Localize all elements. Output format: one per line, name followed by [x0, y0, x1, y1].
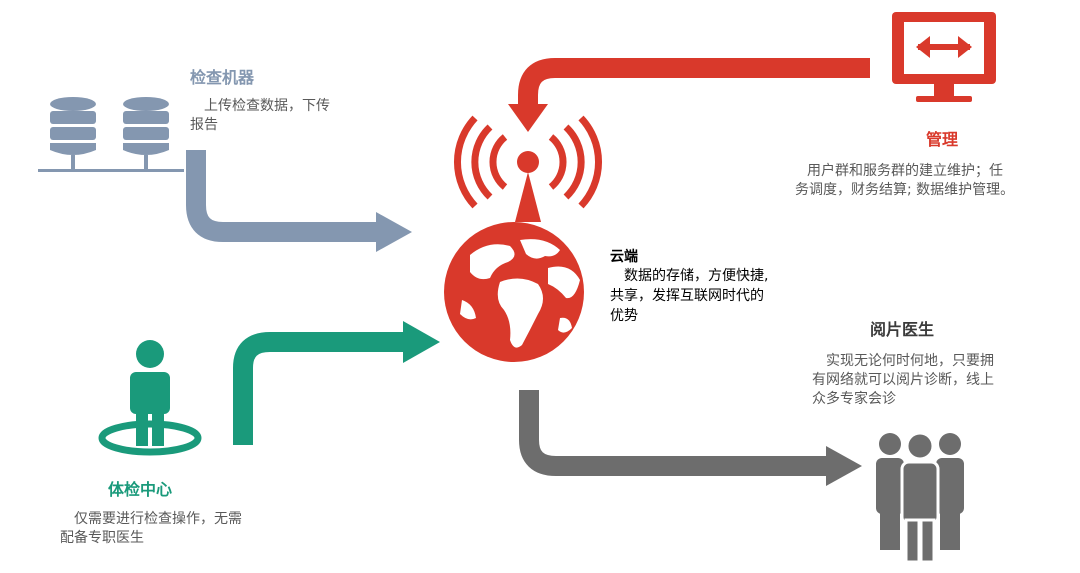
exam-center-arrow — [233, 321, 440, 445]
cloud-desc-line2: 共享，发挥互联网时代的 — [610, 288, 764, 304]
globe-antenna-icon — [444, 115, 602, 362]
upload-arrow — [186, 150, 412, 252]
cloud-title: 云端 — [610, 249, 638, 265]
reading-doctor-desc-line2: 有网络就可以阅片诊断，线上 — [812, 372, 994, 388]
reading-doctor-desc-line1: 实现无论何时何地，只要拥 — [812, 353, 994, 369]
inspection-machine-title: 检查机器 — [190, 68, 255, 87]
exam-center-title: 体检中心 — [108, 480, 173, 499]
reading-doctor-title: 阅片医生 — [870, 320, 935, 339]
reading-doctor-desc-line3: 众多专家会诊 — [812, 391, 896, 407]
management-title: 管理 — [926, 130, 959, 149]
database-server-icon — [38, 97, 184, 172]
management-arrow — [508, 58, 870, 132]
cloud-desc-line1: 数据的存储，方便快捷, — [610, 268, 769, 284]
management-desc-line2: 务调度，财务结算; 数据维护管理。 — [795, 182, 1015, 198]
management-desc-line1: 用户群和服务群的建立维护；任 — [807, 163, 1003, 179]
inspection-machine-desc-line2: 报告 — [190, 117, 218, 133]
inspection-machine-desc: 上传检查数据，下传 报告 — [190, 97, 390, 135]
management-desc: 用户群和服务群的建立维护；任 务调度，财务结算; 数据维护管理。 — [795, 162, 1065, 200]
cloud-desc-line3: 优势 — [610, 308, 638, 324]
monitor-arrows-icon — [892, 12, 996, 102]
reading-doctor-desc: 实现无论何时何地，只要拥 有网络就可以阅片诊断，线上 众多专家会诊 — [812, 352, 1072, 409]
distribute-arrow — [519, 390, 862, 486]
cloud-desc: 数据的存储，方便快捷, 共享，发挥互联网时代的 优势 — [610, 266, 840, 326]
inspection-machine-desc-line1: 上传检查数据，下传 — [190, 98, 330, 114]
exam-center-desc-line2: 配备专职医生 — [60, 530, 144, 546]
person-location-icon — [98, 340, 202, 456]
people-group-icon — [876, 431, 964, 564]
exam-center-desc-line1: 仅需要进行检查操作，无需 — [60, 511, 242, 527]
exam-center-desc: 仅需要进行检查操作，无需 配备专职医生 — [60, 510, 320, 548]
